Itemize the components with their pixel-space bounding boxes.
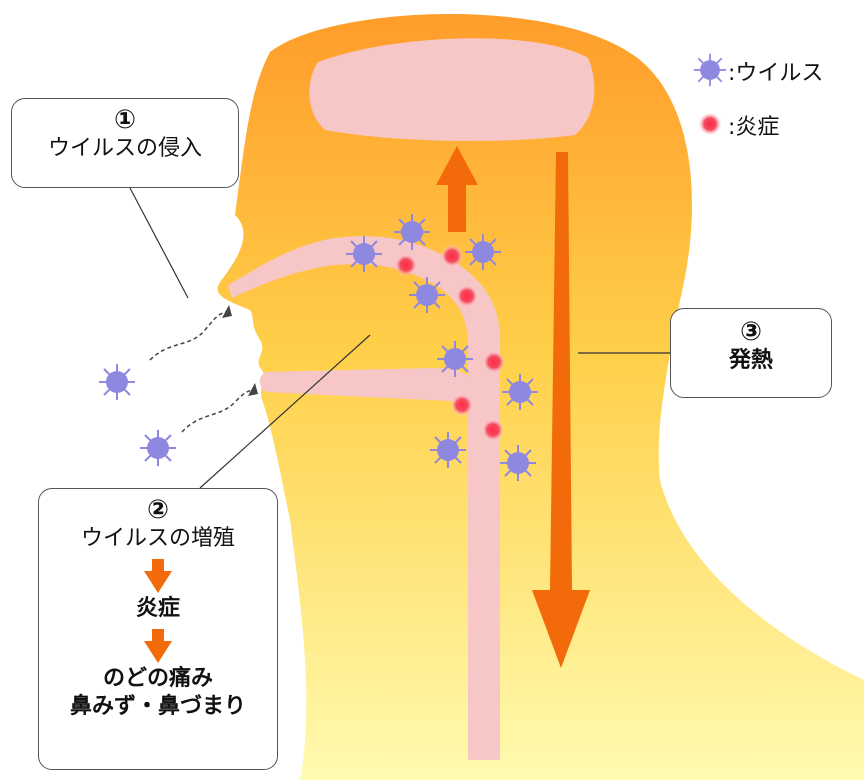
step2-line1: ウイルスの増殖 — [80, 526, 235, 551]
legend-inflammation: :炎症 — [728, 109, 779, 141]
arrow-up-to-brain — [436, 146, 478, 232]
step3-text: 発熱 — [728, 348, 773, 373]
legend-inflammation-label: 炎症 — [735, 115, 780, 140]
virus-icon — [464, 233, 502, 271]
legend-virus: :ウイルス — [728, 55, 823, 87]
inflammation-spot — [483, 351, 505, 373]
virus-icon — [345, 235, 383, 273]
virus-icon — [436, 340, 474, 378]
step2-arrow-down-icon — [144, 559, 172, 593]
legend-virus-icon — [692, 52, 728, 88]
step2-line4: 鼻みず・鼻づまり — [69, 694, 246, 719]
legend-virus-label: ウイルス — [735, 61, 824, 86]
head-silhouette — [217, 14, 864, 780]
inflammation-spots — [395, 245, 505, 441]
virus-icon — [499, 444, 537, 482]
virus-icon — [501, 373, 539, 411]
arrow-down-fever — [532, 152, 590, 668]
virus-icon — [139, 429, 177, 467]
step2-line2: 炎症 — [135, 596, 180, 621]
step3-number: ③ — [739, 317, 762, 347]
callout-connectors — [129, 187, 670, 489]
virus-icon — [429, 431, 467, 469]
inflammation-spot — [456, 285, 478, 307]
brain-shape — [309, 38, 595, 142]
virus-icon — [98, 363, 136, 401]
legend-colon: : — [728, 61, 736, 86]
inflammation-spot — [395, 254, 417, 276]
step1-number: ① — [113, 105, 136, 135]
oral-passage — [259, 368, 470, 402]
inflammation-spot — [482, 419, 504, 441]
virus-icon — [408, 276, 446, 314]
step2-number: ② — [146, 495, 169, 525]
step2-line3: のどの痛み — [102, 666, 213, 691]
callout-step1: ① ウイルスの侵入 — [11, 98, 239, 188]
callout-step2: ② ウイルスの増殖 炎症 のどの痛み 鼻みず・鼻づまり — [38, 488, 278, 770]
legend-colon: : — [728, 115, 736, 140]
entry-paths — [149, 311, 253, 433]
inflammation-spot — [451, 394, 473, 416]
entry-arrowhead — [248, 383, 258, 396]
virus-icon — [393, 213, 431, 251]
callout-step3: ③ 発熱 — [670, 308, 832, 398]
step1-text: ウイルスの侵入 — [47, 136, 202, 161]
step2-arrow-down-icon — [144, 629, 172, 663]
inflammation-spot — [441, 245, 463, 267]
legend-inflammation-icon — [699, 113, 721, 135]
entry-arrowhead — [222, 305, 232, 318]
